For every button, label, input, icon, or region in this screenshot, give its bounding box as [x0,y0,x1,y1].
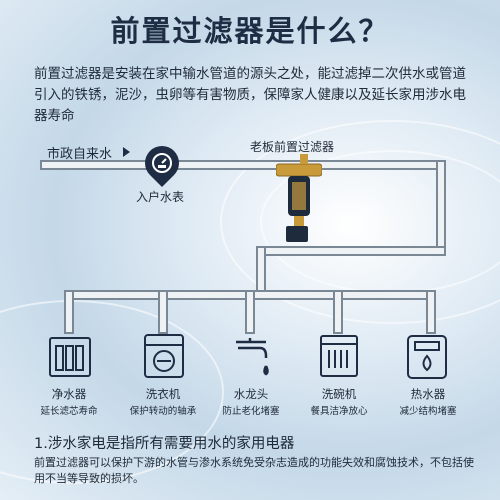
page-title: 前置过滤器是什么？ [110,14,390,48]
arrow-right-icon [123,147,130,157]
faucet-icon [230,334,274,384]
main-pipe [40,160,446,170]
branch-pipe [64,290,74,334]
note-body: 前置过滤器可以保护下游的水管与渗水系统免受杂志造成的功能失效和腐蚀技术，不包括使… [34,456,474,485]
pre-filter-icon [275,150,323,246]
appliance-name: 热水器 [410,387,446,401]
appliance-name: 洗碗机 [321,387,357,401]
appliance-desc: 防止老化堵塞 [222,406,280,417]
source-label: 市政自来水 [47,147,113,162]
branch-pipe [333,290,343,334]
intro-text: 前置过滤器是安装在家中输水管道的源头之处，能过滤掉二次供水或管道引入的铁锈，泥沙… [34,66,466,124]
appliance-desc: 保护转动的轴承 [129,406,197,417]
dishwasher-icon [319,334,359,382]
pipe-right-down [436,160,446,256]
meter-label: 入户水表 [136,190,185,204]
water-heater-icon [406,334,448,384]
appliance-name: 洗衣机 [145,387,181,401]
appliance-name: 水龙头 [233,387,269,401]
branch-pipe [158,290,168,334]
note-title: 1.涉水家电是指所有需要用水的家用电器 [34,436,295,452]
pipe-return [256,246,446,256]
filter-label: 老板前置过滤器 [250,140,335,154]
appliance-desc: 餐具洁净放心 [310,406,368,417]
water-purifier-icon [48,336,92,382]
branch-pipe [245,290,255,334]
branch-pipe [426,290,436,334]
appliance-desc: 减少结构堵塞 [399,406,457,417]
water-meter-icon [137,138,187,188]
appliance-desc: 延长滤芯寿命 [40,406,98,417]
washing-machine-icon [143,333,185,383]
appliance-name: 净水器 [51,387,87,401]
